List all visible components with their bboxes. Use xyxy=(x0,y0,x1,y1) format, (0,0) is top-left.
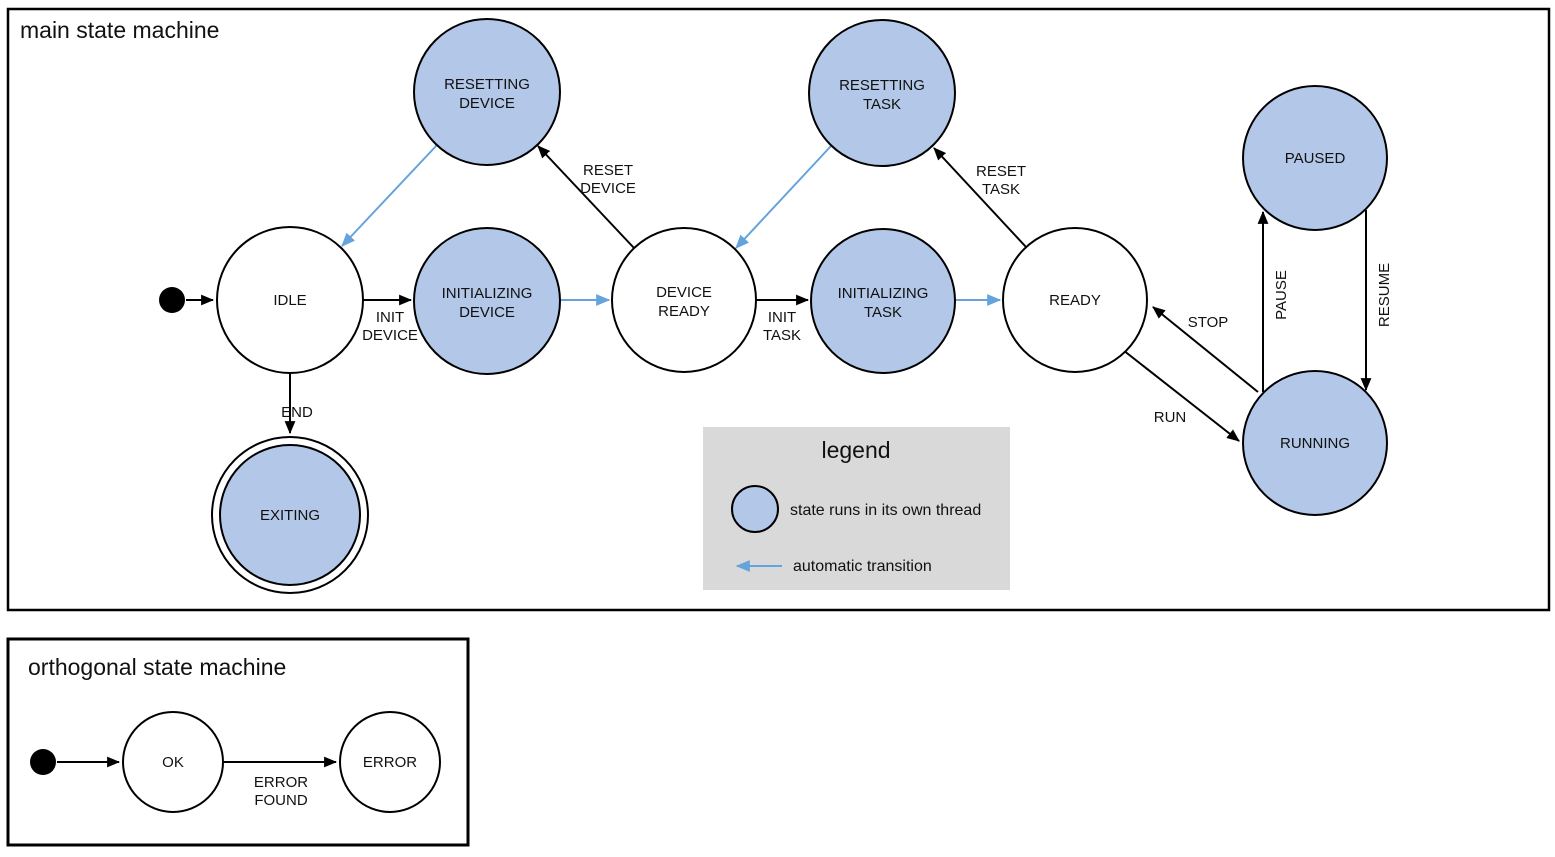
state-idle: IDLE xyxy=(216,226,364,374)
state-circle xyxy=(1242,370,1388,516)
state-ok: OK xyxy=(122,711,224,813)
state-circle xyxy=(219,444,361,586)
transition-auto-resetting-task-to-device-ready xyxy=(735,145,832,249)
transition-resume: RESUME xyxy=(1360,210,1393,392)
state-circle xyxy=(1242,85,1388,231)
state-circle xyxy=(808,19,956,167)
main-machine-frame xyxy=(6,7,1551,612)
transition-label: RUN xyxy=(1154,409,1187,426)
state-label: PAUSED xyxy=(1285,150,1346,167)
auto-transition-arrow xyxy=(341,144,438,247)
state-label: ERROR xyxy=(363,754,417,771)
initial-state xyxy=(30,749,121,775)
transition-arrow xyxy=(537,145,635,249)
state-error: ERROR xyxy=(339,711,441,813)
state-running: RUNNING xyxy=(1242,370,1388,516)
orthogonal-machine-states: OK ERROR xyxy=(30,711,441,813)
state-label: READY xyxy=(1049,292,1101,309)
initial-state xyxy=(159,287,215,313)
transition-end: END xyxy=(281,373,313,435)
initial-state-dot xyxy=(159,287,185,313)
state-circle xyxy=(810,228,956,374)
state-circle xyxy=(611,227,757,373)
state-label: EXITING xyxy=(260,507,320,524)
auto-transition-arrow xyxy=(735,145,832,249)
transition-run: RUN xyxy=(1122,349,1240,442)
main-machine-title: main state machine xyxy=(20,17,219,43)
state-circle xyxy=(339,711,441,813)
transition-arrow xyxy=(1152,306,1259,393)
legend-title: legend xyxy=(821,437,890,463)
state-ready: READY xyxy=(1002,227,1148,373)
state-circle xyxy=(216,226,364,374)
legend-auto-transition-label: automatic transition xyxy=(793,558,932,575)
transition-stop: STOP xyxy=(1152,306,1259,393)
transition-arrow xyxy=(933,147,1027,248)
transition-label: END xyxy=(281,404,313,421)
state-label: OK xyxy=(162,754,184,771)
transition-label: PAUSE xyxy=(1273,270,1290,320)
legend-thread-state-label: state runs in its own thread xyxy=(790,502,981,519)
state-circle xyxy=(122,711,224,813)
state-label: IDLE xyxy=(273,292,306,309)
orthogonal-machine-frame xyxy=(6,637,470,847)
state-label: RUNNING xyxy=(1280,435,1350,452)
orthogonal-machine-title: orthogonal state machine xyxy=(28,654,286,680)
transition-pause: PAUSE xyxy=(1257,210,1290,392)
state-paused: PAUSED xyxy=(1242,85,1388,231)
state-exiting: EXITING xyxy=(211,436,369,594)
state-circle xyxy=(413,18,561,166)
initial-state-dot xyxy=(30,749,56,775)
legend-thread-state-icon xyxy=(731,485,779,533)
transition-arrow xyxy=(1122,349,1240,442)
transition-label: RESUME xyxy=(1376,263,1393,327)
legend: legend state runs in its own thread auto… xyxy=(703,427,1010,590)
state-circle xyxy=(1002,227,1148,373)
transition-auto-resetting-device-to-idle xyxy=(341,144,438,247)
state-circle xyxy=(413,227,561,375)
transition-label: STOP xyxy=(1188,314,1229,331)
